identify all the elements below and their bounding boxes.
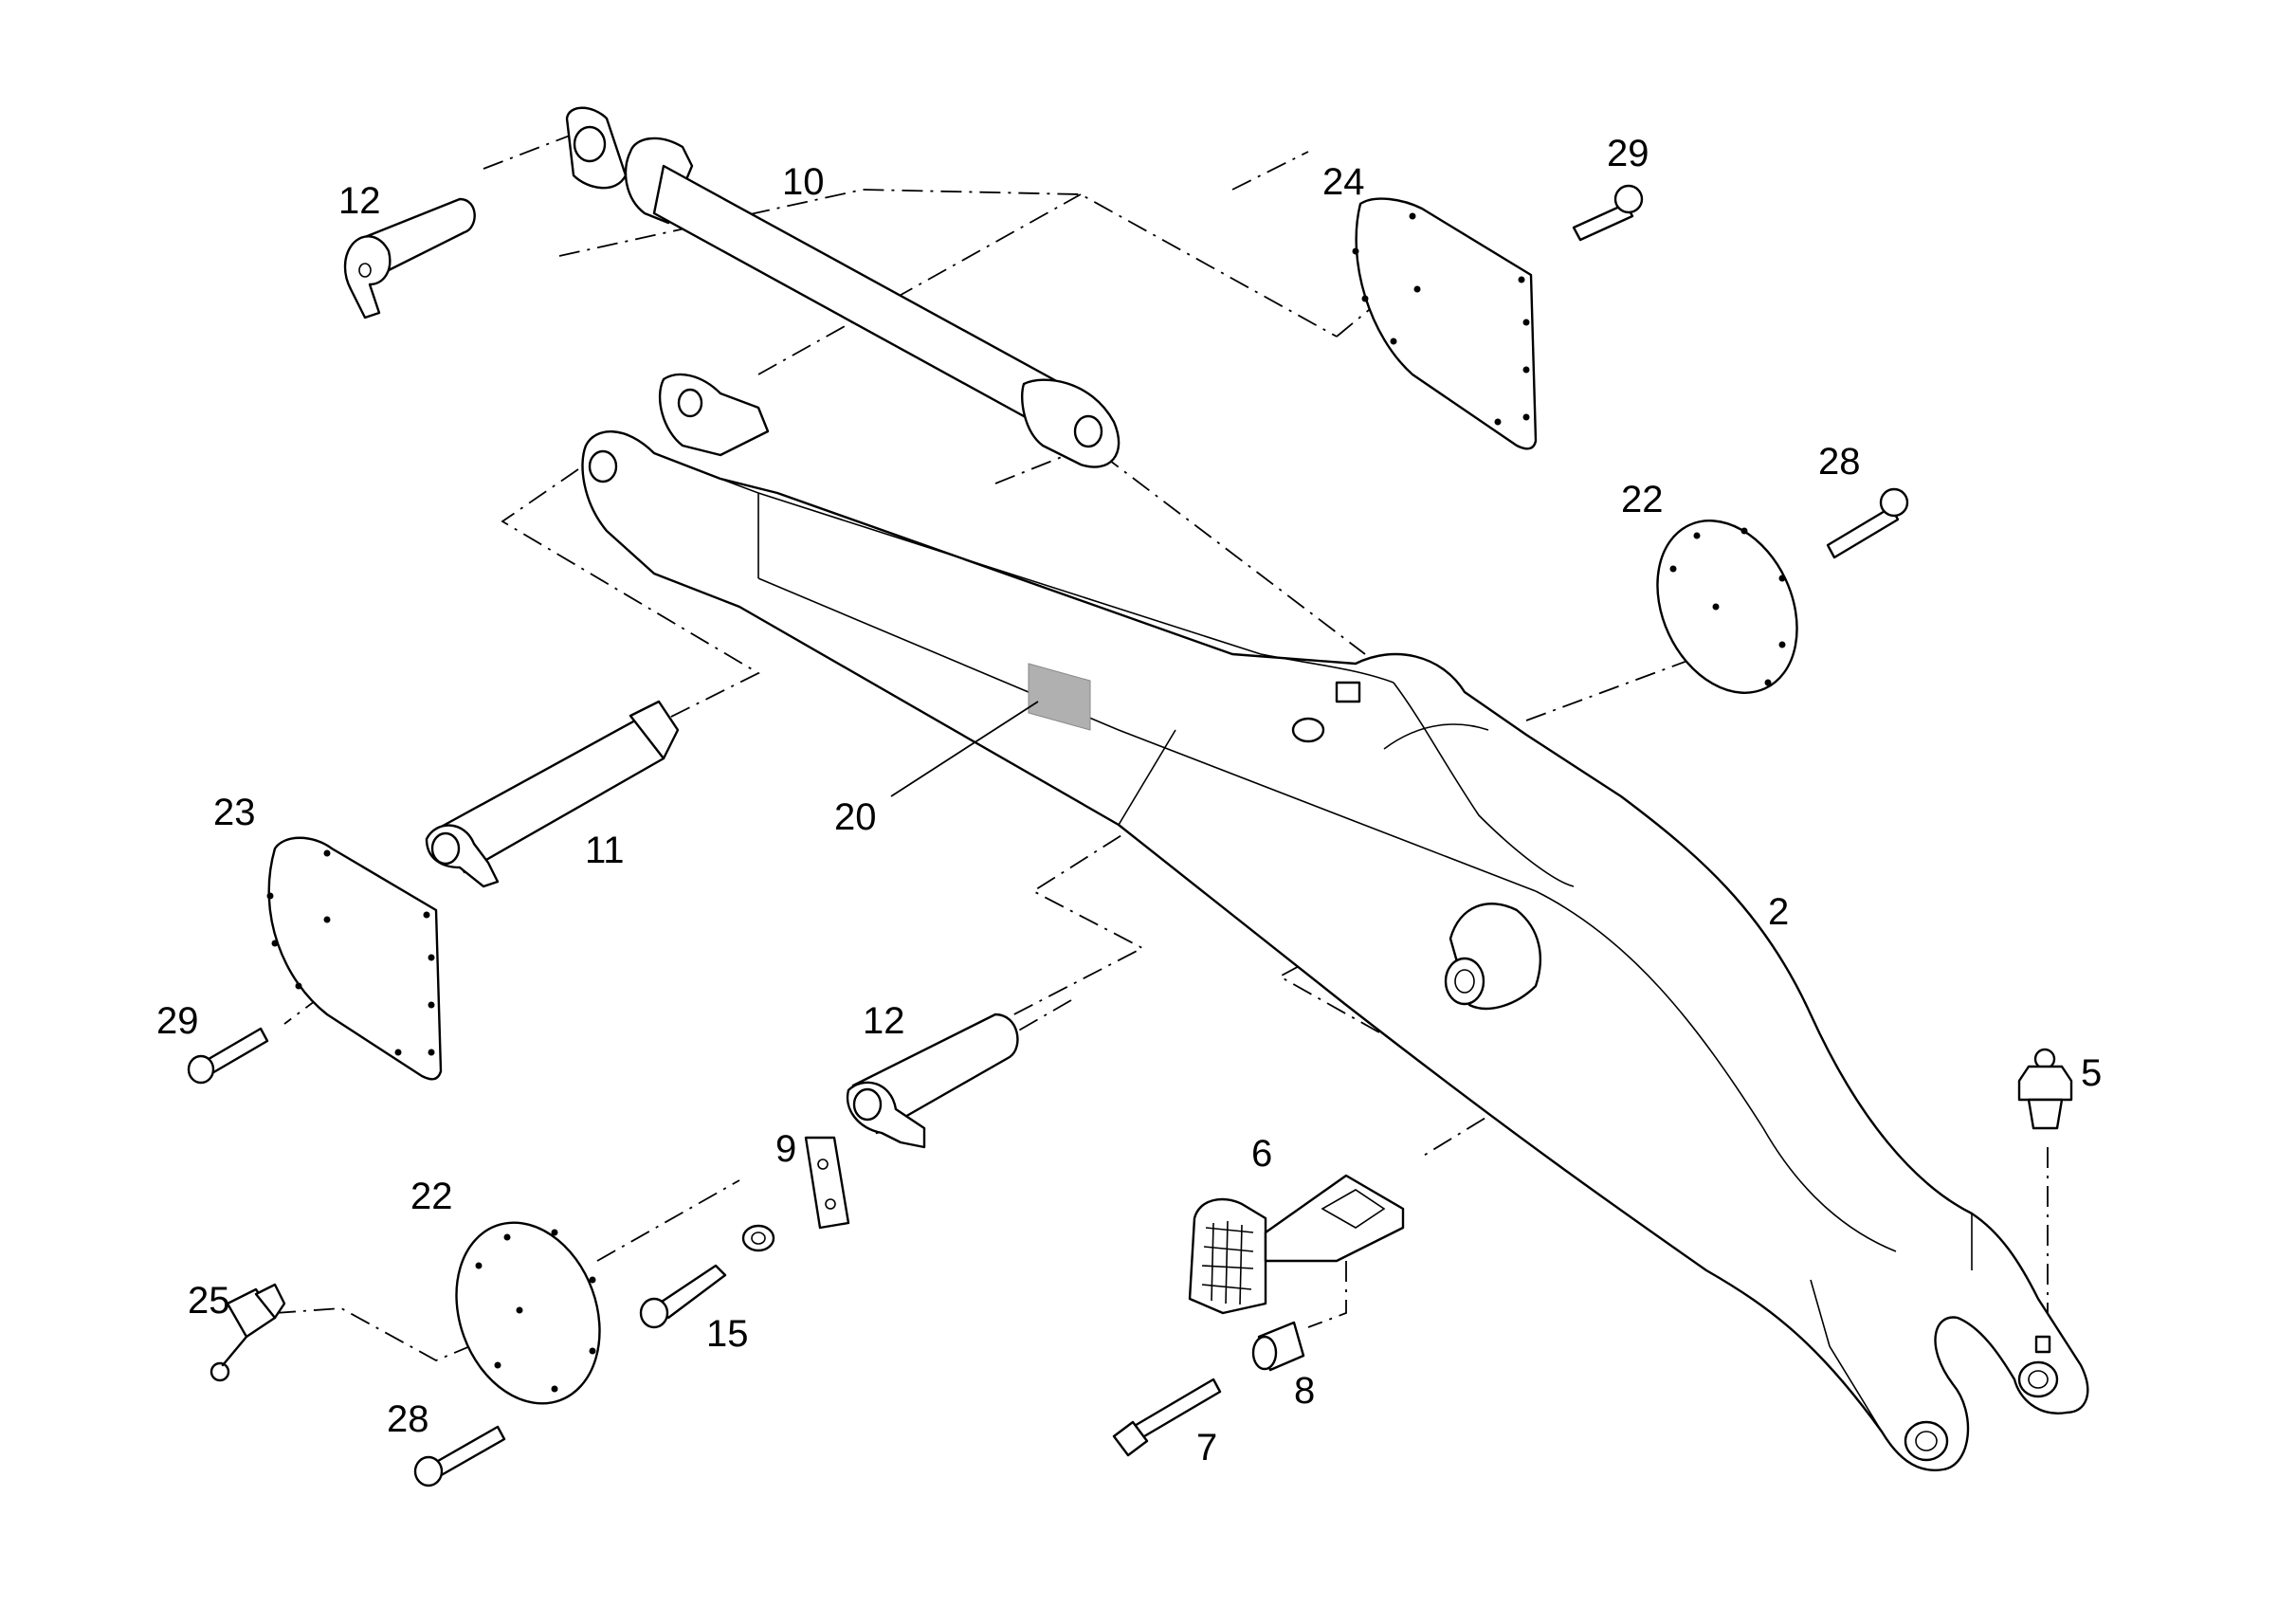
- bolt-15: [639, 1264, 727, 1329]
- callout-15: 15: [706, 1313, 749, 1355]
- round-cover-22-right: [1656, 520, 1798, 694]
- callout-23: 23: [213, 792, 256, 833]
- callout-8: 8: [1294, 1370, 1315, 1412]
- callout-22-right: 22: [1621, 479, 1664, 520]
- bolt-29-top: [1572, 184, 1644, 242]
- callout-28-left: 28: [387, 1398, 429, 1440]
- callout-29-left: 29: [156, 1000, 199, 1042]
- callout-24: 24: [1322, 161, 1365, 203]
- cover-plate-24: [1352, 197, 1538, 450]
- callout-12-top: 12: [338, 180, 381, 222]
- bolt-29-left: [187, 1027, 269, 1085]
- callout-28-right: 28: [1818, 441, 1861, 483]
- grease-fitting-5: [2017, 1048, 2073, 1130]
- callout-7: 7: [1196, 1427, 1217, 1469]
- id-label-plate: [1028, 663, 1091, 731]
- bolt-7: [1112, 1378, 1222, 1457]
- callout-11: 11: [585, 830, 625, 871]
- callout-6: 6: [1251, 1133, 1272, 1175]
- grease-fitting-25: [210, 1283, 286, 1382]
- step-pedal: [1188, 1174, 1405, 1315]
- pivot-pin-top: [343, 197, 476, 319]
- hydraulic-cylinder: [565, 106, 1121, 468]
- callout-29-top: 29: [1607, 133, 1649, 174]
- retaining-plate: [804, 1136, 850, 1230]
- round-cover-22-left: [455, 1221, 601, 1405]
- leader-line-20: [890, 701, 1039, 797]
- callout-25: 25: [188, 1280, 230, 1322]
- pivot-pin-middle: [846, 1013, 1019, 1149]
- callout-2: 2: [1768, 891, 1789, 933]
- pivot-pin-long: [425, 700, 680, 888]
- cover-plate-23: [266, 836, 443, 1081]
- bolt-28-left: [413, 1425, 506, 1487]
- washer: [741, 1224, 775, 1252]
- bolt-28-right: [1826, 487, 1909, 559]
- spacer-bushing: [1251, 1321, 1305, 1372]
- boom-arm: [581, 373, 2089, 1471]
- callout-9: 9: [775, 1128, 796, 1170]
- callout-10: 10: [782, 161, 825, 203]
- callout-20: 20: [834, 796, 877, 838]
- callout-12-middle: 12: [863, 1000, 905, 1042]
- callout-5: 5: [2081, 1052, 2102, 1094]
- callout-22-left: 22: [410, 1176, 453, 1217]
- callout-numbers: 2 5 6 7 8 9 10 11 12 12 15 20 22 22 23 2…: [156, 133, 2102, 1469]
